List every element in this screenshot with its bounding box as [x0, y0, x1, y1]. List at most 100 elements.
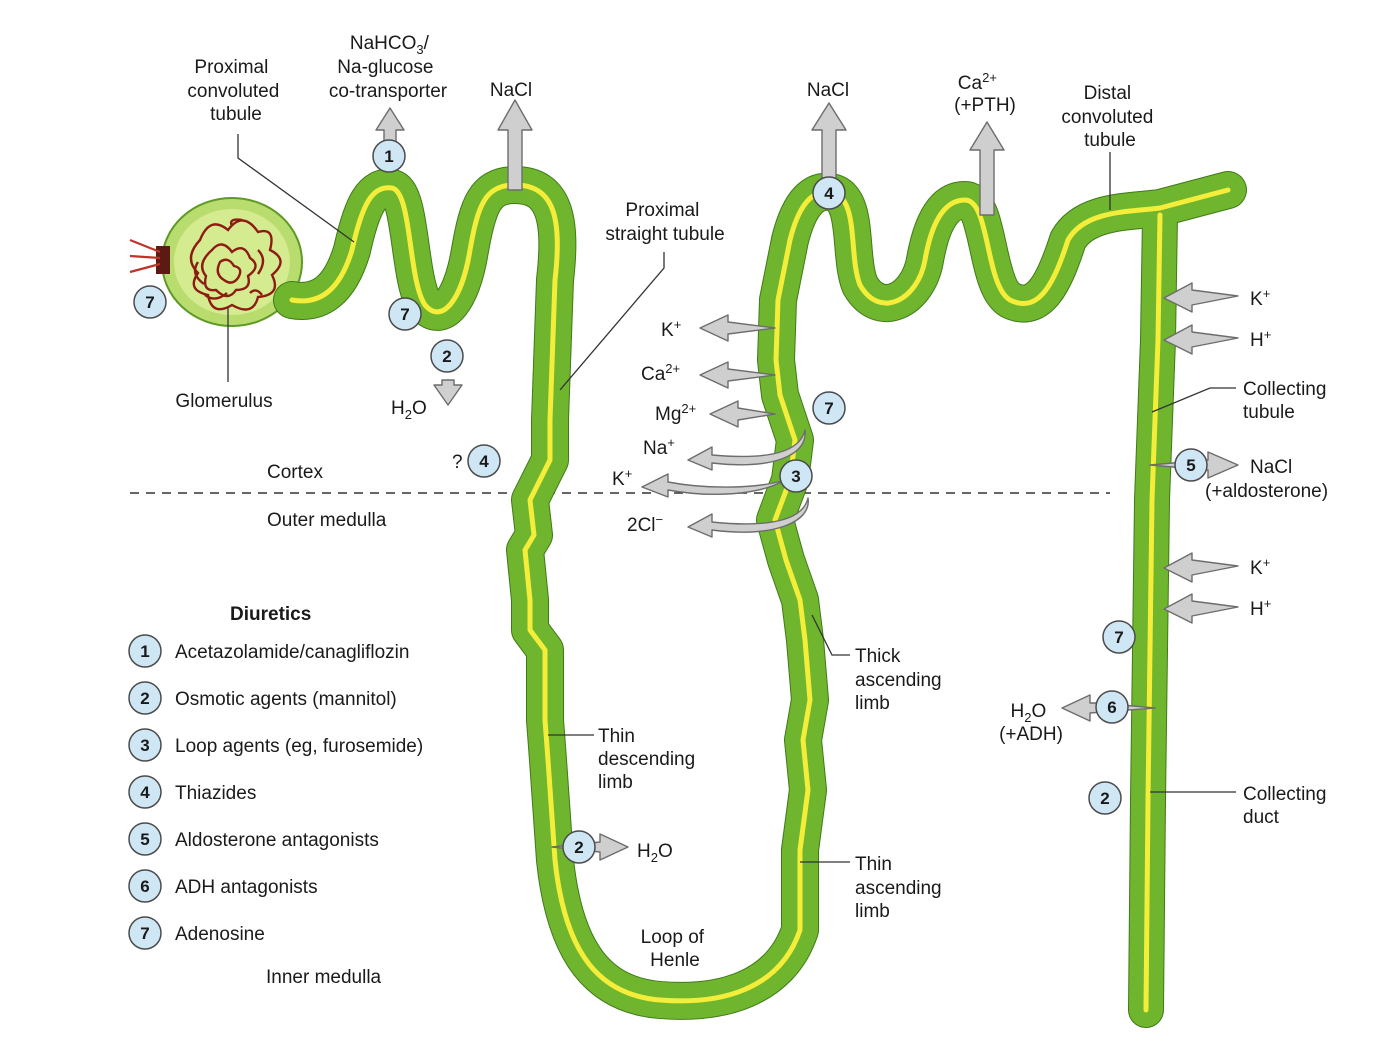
cl-nkcc-arrow — [687, 497, 809, 538]
k-secretion-arrow-2 — [1163, 552, 1239, 583]
label-thin-ascending: Thin ascending limb — [855, 854, 947, 922]
na-nkcc-arrow — [687, 429, 806, 471]
ca-tal-out-arrow — [699, 361, 776, 389]
badge-site-2-proximal: 2 — [430, 339, 464, 373]
nephron-tubule — [273, 166, 1247, 1028]
badge-site-4-question: 4 — [467, 444, 501, 478]
k-tal-out-arrow — [699, 314, 776, 342]
svg-text:7: 7 — [824, 399, 833, 418]
nacl-prox-up-arrow — [497, 99, 533, 191]
label-outer-medulla: Outer medulla — [267, 510, 387, 531]
legend-badge — [128, 728, 162, 762]
svg-text:6: 6 — [1107, 698, 1116, 717]
badge-site-4-distal: 4 — [812, 176, 846, 210]
legend-number: 3 — [140, 736, 149, 755]
label-h2o-loop: H2O — [637, 841, 673, 865]
legend-title: Diuretics — [230, 604, 311, 625]
label-nacl-proximal: NaCl — [490, 80, 532, 101]
label-k-collecting-1: K+ — [1250, 286, 1270, 310]
h2o-prox-down-arrow — [433, 379, 463, 406]
legend-badge — [128, 775, 162, 809]
legend-label: Aldosterone antagonists — [175, 830, 379, 851]
label-na-thick: Na+ — [643, 435, 675, 459]
tubule-lumen — [1143, 212, 1163, 1013]
labels: Proximal convoluted tubule NaHCO3/ Na-gl… — [175, 33, 1332, 988]
diuretics-legend: Diuretics 1 Acetazolamide/canagliflozin 2 O… — [128, 604, 423, 950]
label-k-thick: K+ — [661, 317, 681, 341]
label-h2o-proximal: H2O — [391, 398, 427, 422]
label-ca-pth: Ca2+ (+PTH) — [954, 66, 1016, 116]
legend-item: 1 Acetazolamide/canagliflozin — [128, 634, 409, 668]
legend-label: Loop agents (eg, furosemide) — [175, 736, 423, 757]
ca-pth-up-arrow — [969, 121, 1005, 216]
legend-number: 6 — [140, 877, 149, 896]
tubule-lumen — [289, 182, 1231, 1004]
legend-label: Acetazolamide/canagliflozin — [175, 642, 409, 663]
label-proximal-straight: Proximal straight tubule — [605, 200, 724, 245]
label-ca-thick: Ca2+ — [641, 361, 680, 385]
label-collecting-tubule: Collecting tubule — [1243, 379, 1332, 423]
label-glomerulus: Glomerulus — [175, 391, 272, 412]
legend-number: 5 — [140, 830, 149, 849]
label-cortex: Cortex — [267, 462, 323, 483]
label-k-collecting-2: K+ — [1250, 555, 1270, 579]
svg-text:3: 3 — [791, 467, 800, 486]
legend-number: 4 — [140, 783, 150, 802]
svg-text:2: 2 — [1100, 789, 1109, 808]
label-inner-medulla: Inner medulla — [266, 967, 382, 988]
h-secretion-arrow-2 — [1163, 593, 1239, 624]
capillary-tuft — [189, 218, 282, 311]
glomerulus — [129, 197, 303, 327]
label-k2-thick: K+ — [612, 466, 632, 490]
k-nkcc-arrow — [641, 473, 786, 498]
leader-lines — [227, 134, 1236, 863]
svg-text:7: 7 — [1114, 628, 1123, 647]
h-secretion-arrow-1 — [1163, 324, 1239, 355]
label-h-collecting-2: H+ — [1250, 596, 1271, 620]
transport-arrows — [375, 99, 1239, 861]
label-mg-thick: Mg2+ — [655, 401, 696, 425]
badge-site-3: 3 — [779, 459, 813, 493]
legend-badge — [128, 634, 162, 668]
label-loop-of-henle: Loop of Henle — [641, 927, 710, 971]
badge-site-2-loop: 2 — [562, 830, 596, 864]
svg-text:1: 1 — [384, 147, 393, 166]
legend-badge — [128, 869, 162, 903]
label-cl-thick: 2Cl− — [627, 512, 663, 536]
legend-badge — [128, 681, 162, 715]
badge-site-7-thick: 7 — [812, 391, 846, 425]
mg-tal-out-arrow — [709, 400, 776, 428]
badge-site-7-collecting: 7 — [1102, 620, 1136, 654]
legend-item: 5 Aldosterone antagonists — [128, 822, 379, 856]
badge-site-5: 5 — [1174, 448, 1208, 482]
k-secretion-arrow-1 — [1163, 282, 1239, 313]
label-thin-descending: Thin descending limb — [598, 726, 700, 793]
label-distal-convoluted: Distal convoluted tubule — [1061, 83, 1158, 151]
legend-item: 6 ADH antagonists — [128, 869, 318, 903]
legend-number: 1 — [140, 642, 149, 661]
label-proximal-convoluted: Proximal convoluted tubule — [187, 57, 284, 125]
legend-item: 3 Loop agents (eg, furosemide) — [128, 728, 423, 762]
svg-text:2: 2 — [574, 838, 583, 857]
badge-site-7-glomerulus: 7 — [133, 285, 167, 319]
legend-number: 7 — [140, 924, 149, 943]
svg-text:7: 7 — [145, 293, 154, 312]
label-nacl-aldosterone: NaCl (+aldosterone) — [1205, 457, 1328, 502]
label-collecting-duct: Collecting duct — [1243, 784, 1332, 828]
legend-badge — [128, 822, 162, 856]
legend-label: Thiazides — [175, 783, 256, 804]
label-nahco3: NaHCO3/ Na-glucose co-transporter — [329, 33, 448, 102]
legend-label: Osmotic agents (mannitol) — [175, 689, 397, 710]
badge-site-2-collecting: 2 — [1088, 781, 1122, 815]
svg-text:5: 5 — [1186, 456, 1195, 475]
nacl-tal-up-arrow — [811, 102, 847, 179]
badge-site-6: 6 — [1095, 690, 1129, 724]
legend-item: 2 Osmotic agents (mannitol) — [128, 681, 397, 715]
legend-item: 4 Thiazides — [128, 775, 256, 809]
label-thick-ascending: Thick ascending limb — [855, 646, 947, 714]
badge-site-1: 1 — [372, 139, 406, 173]
legend-label: ADH antagonists — [175, 877, 318, 898]
legend-number: 2 — [140, 689, 149, 708]
